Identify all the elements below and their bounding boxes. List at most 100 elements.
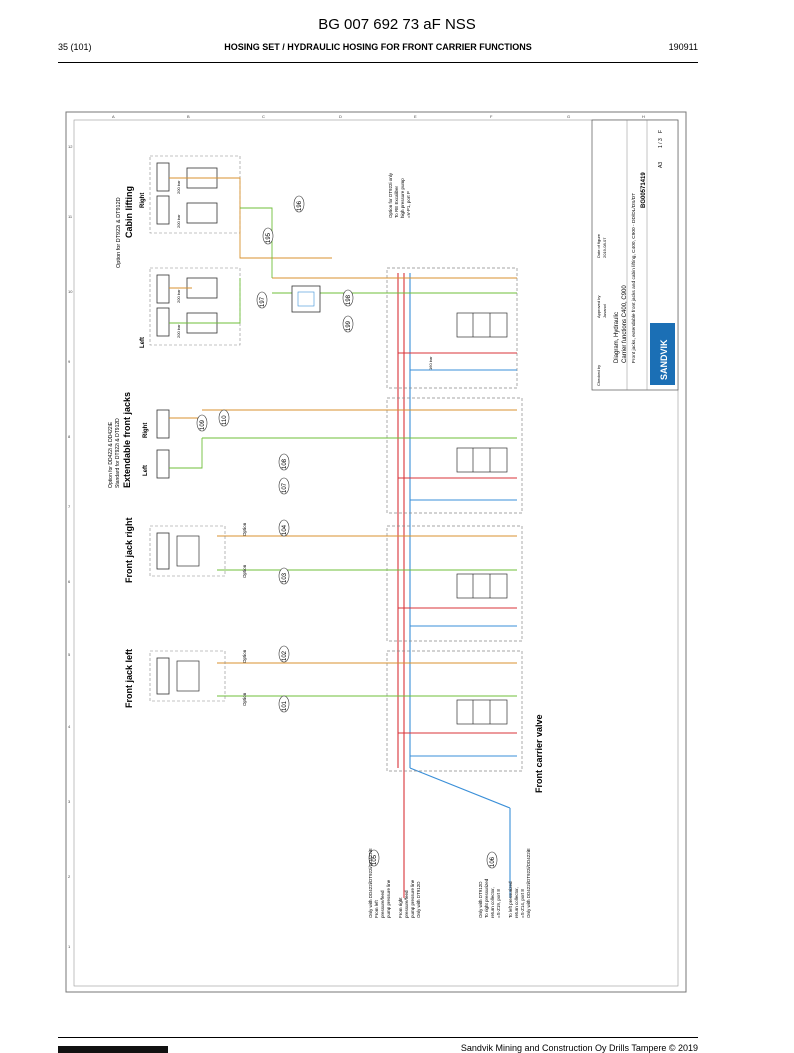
directional-valve <box>456 447 508 473</box>
note: return collector, <box>514 887 519 918</box>
note: Only with DT912D <box>416 881 421 918</box>
jack-box <box>149 650 226 702</box>
header-divider <box>58 62 698 63</box>
cylinder-icon <box>156 195 170 225</box>
front-jack-right-title: Front jack right <box>124 517 134 583</box>
cylinder-icon <box>156 409 170 439</box>
front-jack-left-title: Front jack left <box>124 649 134 708</box>
option-label: Option <box>242 692 247 706</box>
grid-letter: G <box>567 114 570 119</box>
flow-divider-inner <box>297 291 315 307</box>
grid-number: 9 <box>68 359 71 364</box>
valve-section-cabin <box>386 267 518 389</box>
grid-number: 4 <box>68 724 71 729</box>
pressure-rating: 200 bar <box>176 180 181 194</box>
brand-text: SANDVIK <box>659 339 669 380</box>
note: Only with DD422i/DT922i/DD422iE <box>368 848 373 918</box>
cylinder-icon <box>156 274 170 304</box>
jack-line <box>169 438 203 469</box>
grid-number: 3 <box>68 799 71 804</box>
drawing-name: Front jacks, extendable front jacks and … <box>631 193 637 363</box>
hose-number: 198 <box>346 294 352 305</box>
title-label: Date of figure <box>596 233 601 258</box>
cylinder-icon <box>156 532 170 570</box>
grid-number: 1 <box>68 944 71 949</box>
grid-letter: C <box>262 114 265 119</box>
hose-number: 199 <box>346 320 352 331</box>
drawing-name: Carrier functions C400, C900 <box>622 285 628 363</box>
section-title: HOSING SET / HYDRAULIC HOSING FOR FRONT … <box>224 42 532 52</box>
page-number: 35 (101) <box>58 42 92 52</box>
flow-divider-icon <box>291 285 321 313</box>
front-jack-right-group: Front jack right Option Option <box>124 517 247 583</box>
hose-number: 106 <box>490 856 496 867</box>
directional-valve <box>456 699 508 725</box>
front-jack-left-group: Front jack left Option Option <box>124 649 247 708</box>
grid-letter: D <box>339 114 342 119</box>
note: Only with DD422i/DT922i/DD422iE <box>526 848 531 918</box>
note: To right pressurized <box>484 878 489 918</box>
grid-letters: A B C D E F G H <box>112 114 645 119</box>
grid-number: 8 <box>68 434 71 439</box>
hose-number: 107 <box>282 482 288 493</box>
doc-number: BG00571419 <box>641 172 647 208</box>
brand-logo <box>650 323 675 385</box>
note: =V-P1, port P <box>406 191 411 218</box>
extendable-jacks-group: Extendable front jacks Option for DD422i… <box>108 392 203 488</box>
note: high pressure pump <box>400 178 405 218</box>
hose-number: 105 <box>372 854 378 865</box>
document-title: BG 007 692 73 aF NSS <box>318 16 476 33</box>
sheet-number: 1 / 3 <box>658 138 664 148</box>
page-footer: Sandvik Mining and Construction Oy Drill… <box>58 1043 698 1053</box>
valve-section-extendable <box>386 397 523 514</box>
title-label: Checked by <box>596 365 601 386</box>
note: Only with DT912D <box>478 881 483 918</box>
hose-number: 104 <box>282 524 288 535</box>
drawing-inner-frame <box>73 119 679 987</box>
right-label: Right <box>140 193 146 208</box>
page-header: 35 (101) HOSING SET / HYDRAULIC HOSING F… <box>58 42 698 56</box>
valve-section-left-jack <box>386 650 523 772</box>
title-block: SANDVIK Checked by Approved by Juvanol D… <box>591 119 679 391</box>
left-label: Left <box>140 337 146 348</box>
hose-number: 197 <box>260 296 266 307</box>
note: Option for DT922i only <box>388 172 393 218</box>
hose-number: 110 <box>222 415 228 425</box>
note: =S-Z19, port 8 <box>496 889 501 918</box>
directional-valves <box>456 312 508 725</box>
grid-number: 7 <box>68 504 71 509</box>
grid-number: 11 <box>68 214 73 219</box>
note: pump pressure line <box>410 879 415 918</box>
valve-block-icon <box>186 202 218 224</box>
grid-number: 10 <box>68 289 73 294</box>
copyright: Sandvik Mining and Construction Oy Drill… <box>460 1043 698 1053</box>
hose-number: 195 <box>266 232 272 243</box>
hose-number: 101 <box>282 700 288 711</box>
extendable-option-note: Standard for DT922i & DT912D <box>115 418 121 488</box>
cylinder-icon <box>156 449 170 479</box>
pressure-rating: 200 bar <box>176 214 181 228</box>
note: To RE Excaliber <box>394 185 399 218</box>
pressure-rating: 200 bar <box>176 289 181 303</box>
note: From right <box>398 897 403 918</box>
hose-number: 103 <box>282 572 288 583</box>
cylinder-icon <box>156 657 170 695</box>
sandvik-logo <box>58 1046 168 1053</box>
footer-divider <box>58 1037 698 1038</box>
note: To left pressurized <box>508 881 513 918</box>
option-label: Option <box>242 564 247 578</box>
note: return collector, <box>490 887 495 918</box>
check-valve-icon <box>176 660 200 692</box>
hydraulic-schematic: A B C D E F G H 1 2 3 4 5 6 7 8 9 10 11 … <box>65 111 687 993</box>
directional-valve <box>456 573 508 599</box>
grid-letter: F <box>490 114 493 119</box>
note: =S-Z14, port 8 <box>520 889 525 918</box>
left-cylinder-box <box>149 267 241 346</box>
title-value: 2019-08-07 <box>602 237 607 258</box>
grid-letter: A <box>112 114 115 119</box>
extendable-jacks-title: Extendable front jacks <box>122 392 132 488</box>
extendable-option-note: Option for DD422i & DD422iE <box>108 421 114 488</box>
cabin-lifting-title: Cabin lifting <box>124 186 134 238</box>
drawing-name: Diagram, Hydraulic <box>614 312 620 363</box>
note: pump pressure line <box>386 879 391 918</box>
